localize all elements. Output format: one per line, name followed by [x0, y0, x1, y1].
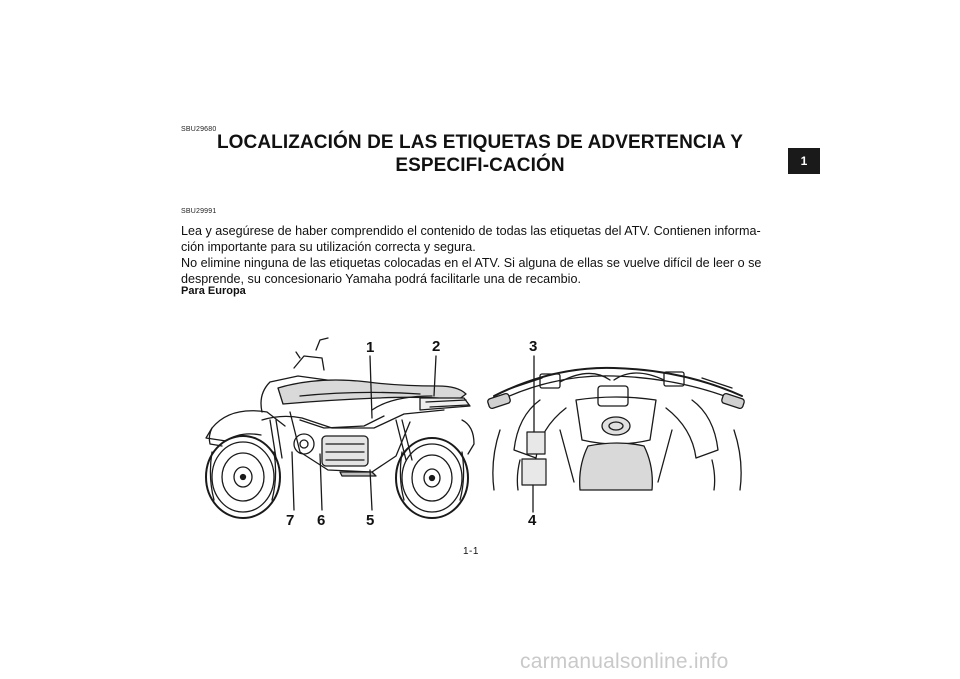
- paragraph-1: Lea y asegúrese de haber comprendido el …: [181, 224, 761, 254]
- body-text: Lea y asegúrese de haber comprendido el …: [181, 223, 781, 287]
- section-label: Para Europa: [181, 285, 246, 297]
- section-code: SBU29680: [181, 126, 217, 133]
- label-box-3: [526, 431, 546, 455]
- callout-2: 2: [432, 338, 441, 355]
- leader-line-5: [369, 469, 373, 511]
- atv-side-view: [205, 337, 475, 519]
- front-wheel-drawing: [395, 437, 469, 519]
- paragraph-code: SBU29991: [181, 208, 217, 215]
- callout-1: 1: [366, 339, 375, 356]
- chapter-tab: 1: [788, 148, 820, 174]
- callout-5: 5: [366, 512, 375, 529]
- page-number: 1-1: [463, 546, 479, 557]
- atv-front-view: [487, 355, 745, 513]
- leader-line-6: [319, 453, 323, 511]
- paragraph-2: No elimine ninguna de las etiquetas colo…: [181, 256, 762, 286]
- label-box-4: [521, 458, 547, 486]
- page-title: LOCALIZACIÓN DE LAS ETIQUETAS DE ADVERTE…: [216, 132, 744, 176]
- callout-7: 7: [286, 512, 295, 529]
- leader-line-7: [291, 451, 295, 511]
- callout-3: 3: [529, 338, 538, 355]
- callout-6: 6: [317, 512, 326, 529]
- leader-line-1: [369, 355, 373, 419]
- callout-4: 4: [528, 512, 537, 529]
- leader-line-2: [433, 355, 437, 397]
- rear-wheel-drawing: [205, 435, 281, 519]
- watermark: carmanualsonline.info: [520, 650, 729, 673]
